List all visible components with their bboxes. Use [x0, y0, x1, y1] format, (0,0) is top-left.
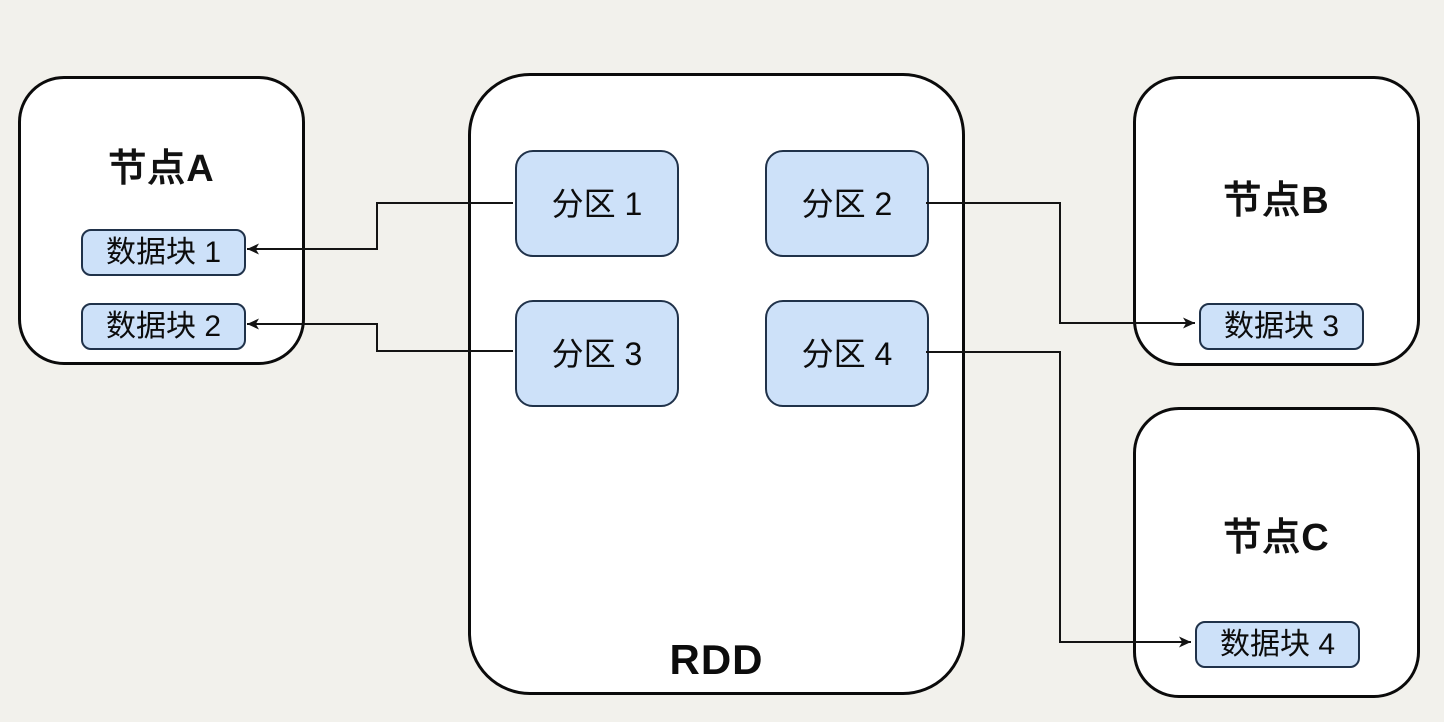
node-b-title: 节点B	[1223, 180, 1330, 222]
rdd-container: 分区 1 分区 2 分区 3 分区 4 RDD	[468, 73, 965, 695]
partition-2: 分区 2	[765, 150, 929, 257]
data-block-3: 数据块 3	[1199, 303, 1364, 350]
node-c-title: 节点C	[1223, 517, 1330, 559]
node-a: 节点A 数据块 1 数据块 2	[18, 76, 305, 365]
node-b: 节点B 数据块 3	[1133, 76, 1420, 366]
node-c: 节点C 数据块 4	[1133, 407, 1420, 698]
rdd-label: RDD	[669, 636, 764, 683]
partition-3: 分区 3	[515, 300, 679, 407]
node-a-title: 节点A	[108, 148, 215, 190]
partition-4: 分区 4	[765, 300, 929, 407]
data-block-4: 数据块 4	[1195, 621, 1360, 668]
partition-1: 分区 1	[515, 150, 679, 257]
data-block-2: 数据块 2	[81, 303, 246, 350]
data-block-1: 数据块 1	[81, 229, 246, 276]
